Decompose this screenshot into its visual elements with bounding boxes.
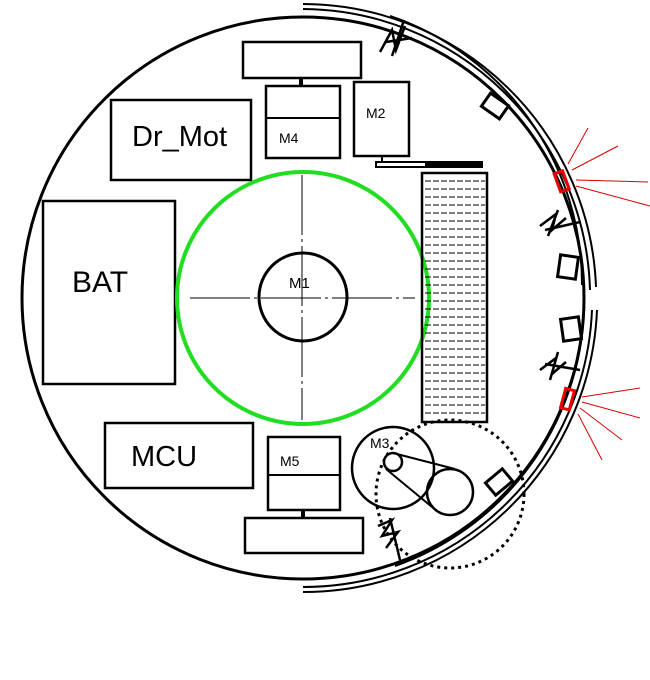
motor-m2: M2 <box>352 80 483 168</box>
bumper-lower <box>302 309 598 594</box>
side-brush-sweep <box>374 418 526 570</box>
battery-block: BAT <box>41 199 177 386</box>
cliff-sensors <box>479 91 584 498</box>
ir-sensor-lower <box>558 386 641 461</box>
sensor-box <box>558 315 584 343</box>
spring-icon <box>378 19 413 57</box>
ir-sensor-upper <box>552 127 650 207</box>
m1-label: M1 <box>289 275 310 292</box>
motor-m1: M1 <box>257 251 349 343</box>
drive-motor-block: Dr_Mot <box>109 98 253 182</box>
brush-roller <box>420 171 489 424</box>
m5-label: M5 <box>280 453 300 469</box>
m4-label: M4 <box>279 130 299 146</box>
bumper-upper <box>302 3 597 291</box>
bottom-wheel-box <box>243 516 365 555</box>
spring-icon <box>539 209 581 237</box>
sensor-box <box>555 253 581 281</box>
sensor-box <box>479 91 511 121</box>
robot-body-outline <box>20 15 586 581</box>
drive-motor-label: Dr_Mot <box>132 121 227 153</box>
motor-m5: M5 <box>266 435 342 512</box>
spring-icon <box>377 517 402 561</box>
sensor-box <box>483 466 515 498</box>
rotation-circle <box>175 170 431 426</box>
motor-m3: M3 <box>350 425 475 517</box>
top-wheel-box <box>241 40 363 80</box>
spring-icon <box>539 351 581 381</box>
battery-label: BAT <box>72 266 128 299</box>
mcu-label: MCU <box>131 441 197 473</box>
spring-contacts <box>377 19 581 561</box>
m3-label: M3 <box>370 435 390 451</box>
m2-label: M2 <box>366 105 386 121</box>
motor-m4: M4 <box>264 84 342 160</box>
mcu-block: MCU <box>103 421 255 490</box>
